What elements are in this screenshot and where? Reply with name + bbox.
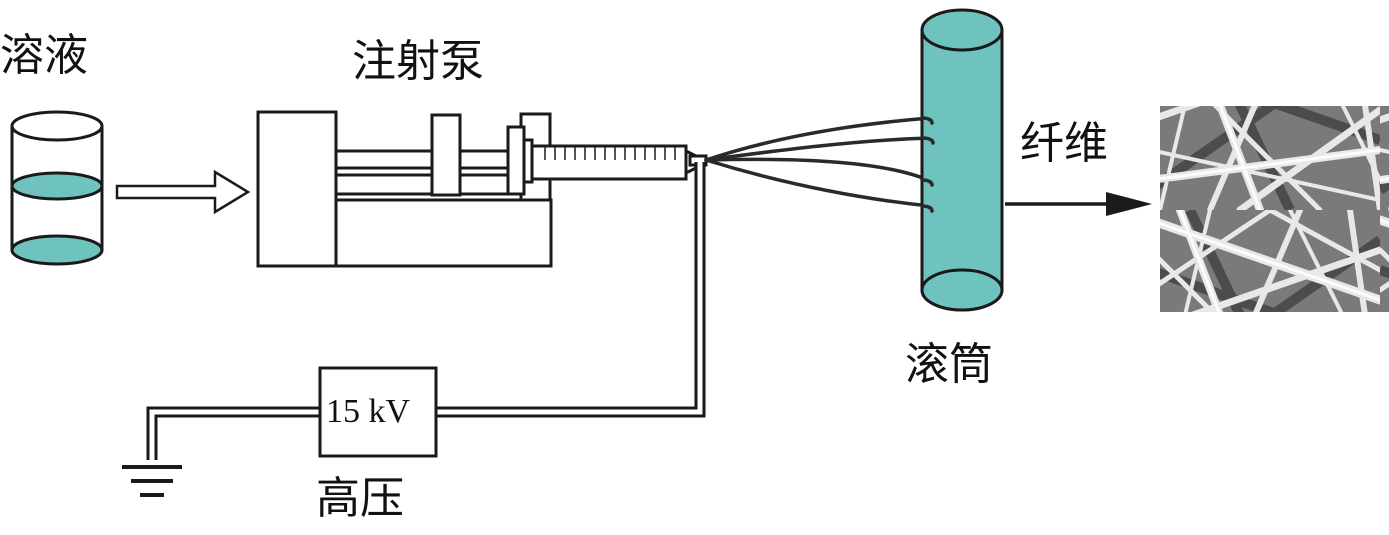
pump-base bbox=[334, 198, 553, 268]
collector-drum bbox=[920, 8, 1004, 312]
ground-icon bbox=[122, 465, 182, 497]
solution-label: 溶液 bbox=[0, 30, 88, 81]
liquid-surface bbox=[10, 171, 104, 201]
high-voltage-wiring bbox=[146, 162, 706, 460]
feed-arrow-icon bbox=[115, 169, 251, 215]
pump-pusher-block bbox=[430, 113, 462, 197]
high-voltage-label: 高压 bbox=[316, 473, 404, 524]
beaker-rim bbox=[10, 110, 104, 142]
fiber-sem-image bbox=[1160, 106, 1389, 312]
fiber-jets bbox=[704, 116, 932, 208]
syringe-pump bbox=[256, 110, 708, 268]
drum-label: 滚筒 bbox=[905, 339, 993, 390]
output-arrow-icon bbox=[1005, 192, 1152, 216]
syringe-graduations bbox=[544, 146, 676, 160]
fiber-wraps bbox=[920, 116, 935, 213]
beaker-bottom bbox=[10, 234, 104, 266]
solution-beaker bbox=[10, 110, 104, 266]
fiber-label: 纤维 bbox=[1020, 118, 1108, 169]
syringe-barrel bbox=[530, 144, 688, 181]
pump-rail-lower bbox=[334, 173, 510, 196]
pump-rail-upper bbox=[334, 149, 510, 170]
syringe-flange bbox=[506, 125, 526, 196]
pump-body bbox=[256, 110, 338, 268]
syringe-pump-label: 注射泵 bbox=[352, 36, 484, 87]
voltage-value: 15 kV bbox=[326, 393, 411, 430]
high-voltage-supply bbox=[318, 366, 438, 458]
